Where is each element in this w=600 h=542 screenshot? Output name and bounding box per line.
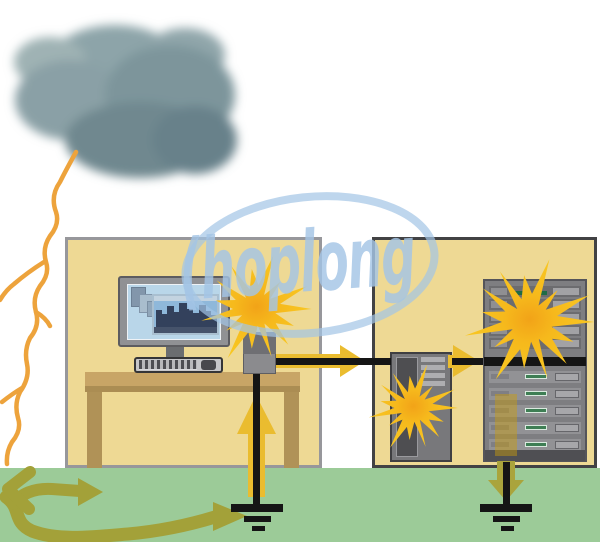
rack-unit (489, 439, 581, 451)
desk-leg (284, 392, 299, 468)
keyboard-keys (139, 360, 197, 370)
desk (85, 372, 300, 386)
ground-current-arrows-icon (0, 466, 247, 542)
rack-base (485, 450, 585, 461)
watermark-text: (hoplong (175, 205, 418, 320)
rack-unit (489, 388, 581, 400)
cabinet-vent (421, 357, 445, 362)
rack-unit (489, 371, 581, 383)
storm-cloud-icon (14, 25, 237, 178)
building-a (65, 237, 322, 468)
spark-burst-icon (201, 255, 312, 359)
rack-cable-band (484, 357, 586, 366)
monitor-stand (166, 347, 184, 357)
spark-burst-icon (368, 364, 458, 448)
cabinet-vent (421, 365, 445, 370)
spark-burst-icon (464, 259, 595, 380)
earth-electrode-icon-a (231, 504, 283, 531)
cabinet-vent (421, 381, 445, 386)
mouse-icon (201, 360, 216, 370)
desk-leg (87, 392, 102, 468)
data-cable (253, 358, 510, 505)
rack-unit (489, 405, 581, 417)
desk-edge (85, 386, 300, 392)
surge-path-highlight (495, 394, 517, 456)
screen-photo-skyline (152, 294, 219, 335)
rack-unit (489, 422, 581, 434)
cabinet-vent (421, 373, 445, 378)
lightning-bolt-icon (0, 149, 79, 467)
earth-electrode-icon-b (480, 504, 532, 531)
watermark-swoosh (181, 192, 439, 338)
rack-led (515, 291, 529, 295)
